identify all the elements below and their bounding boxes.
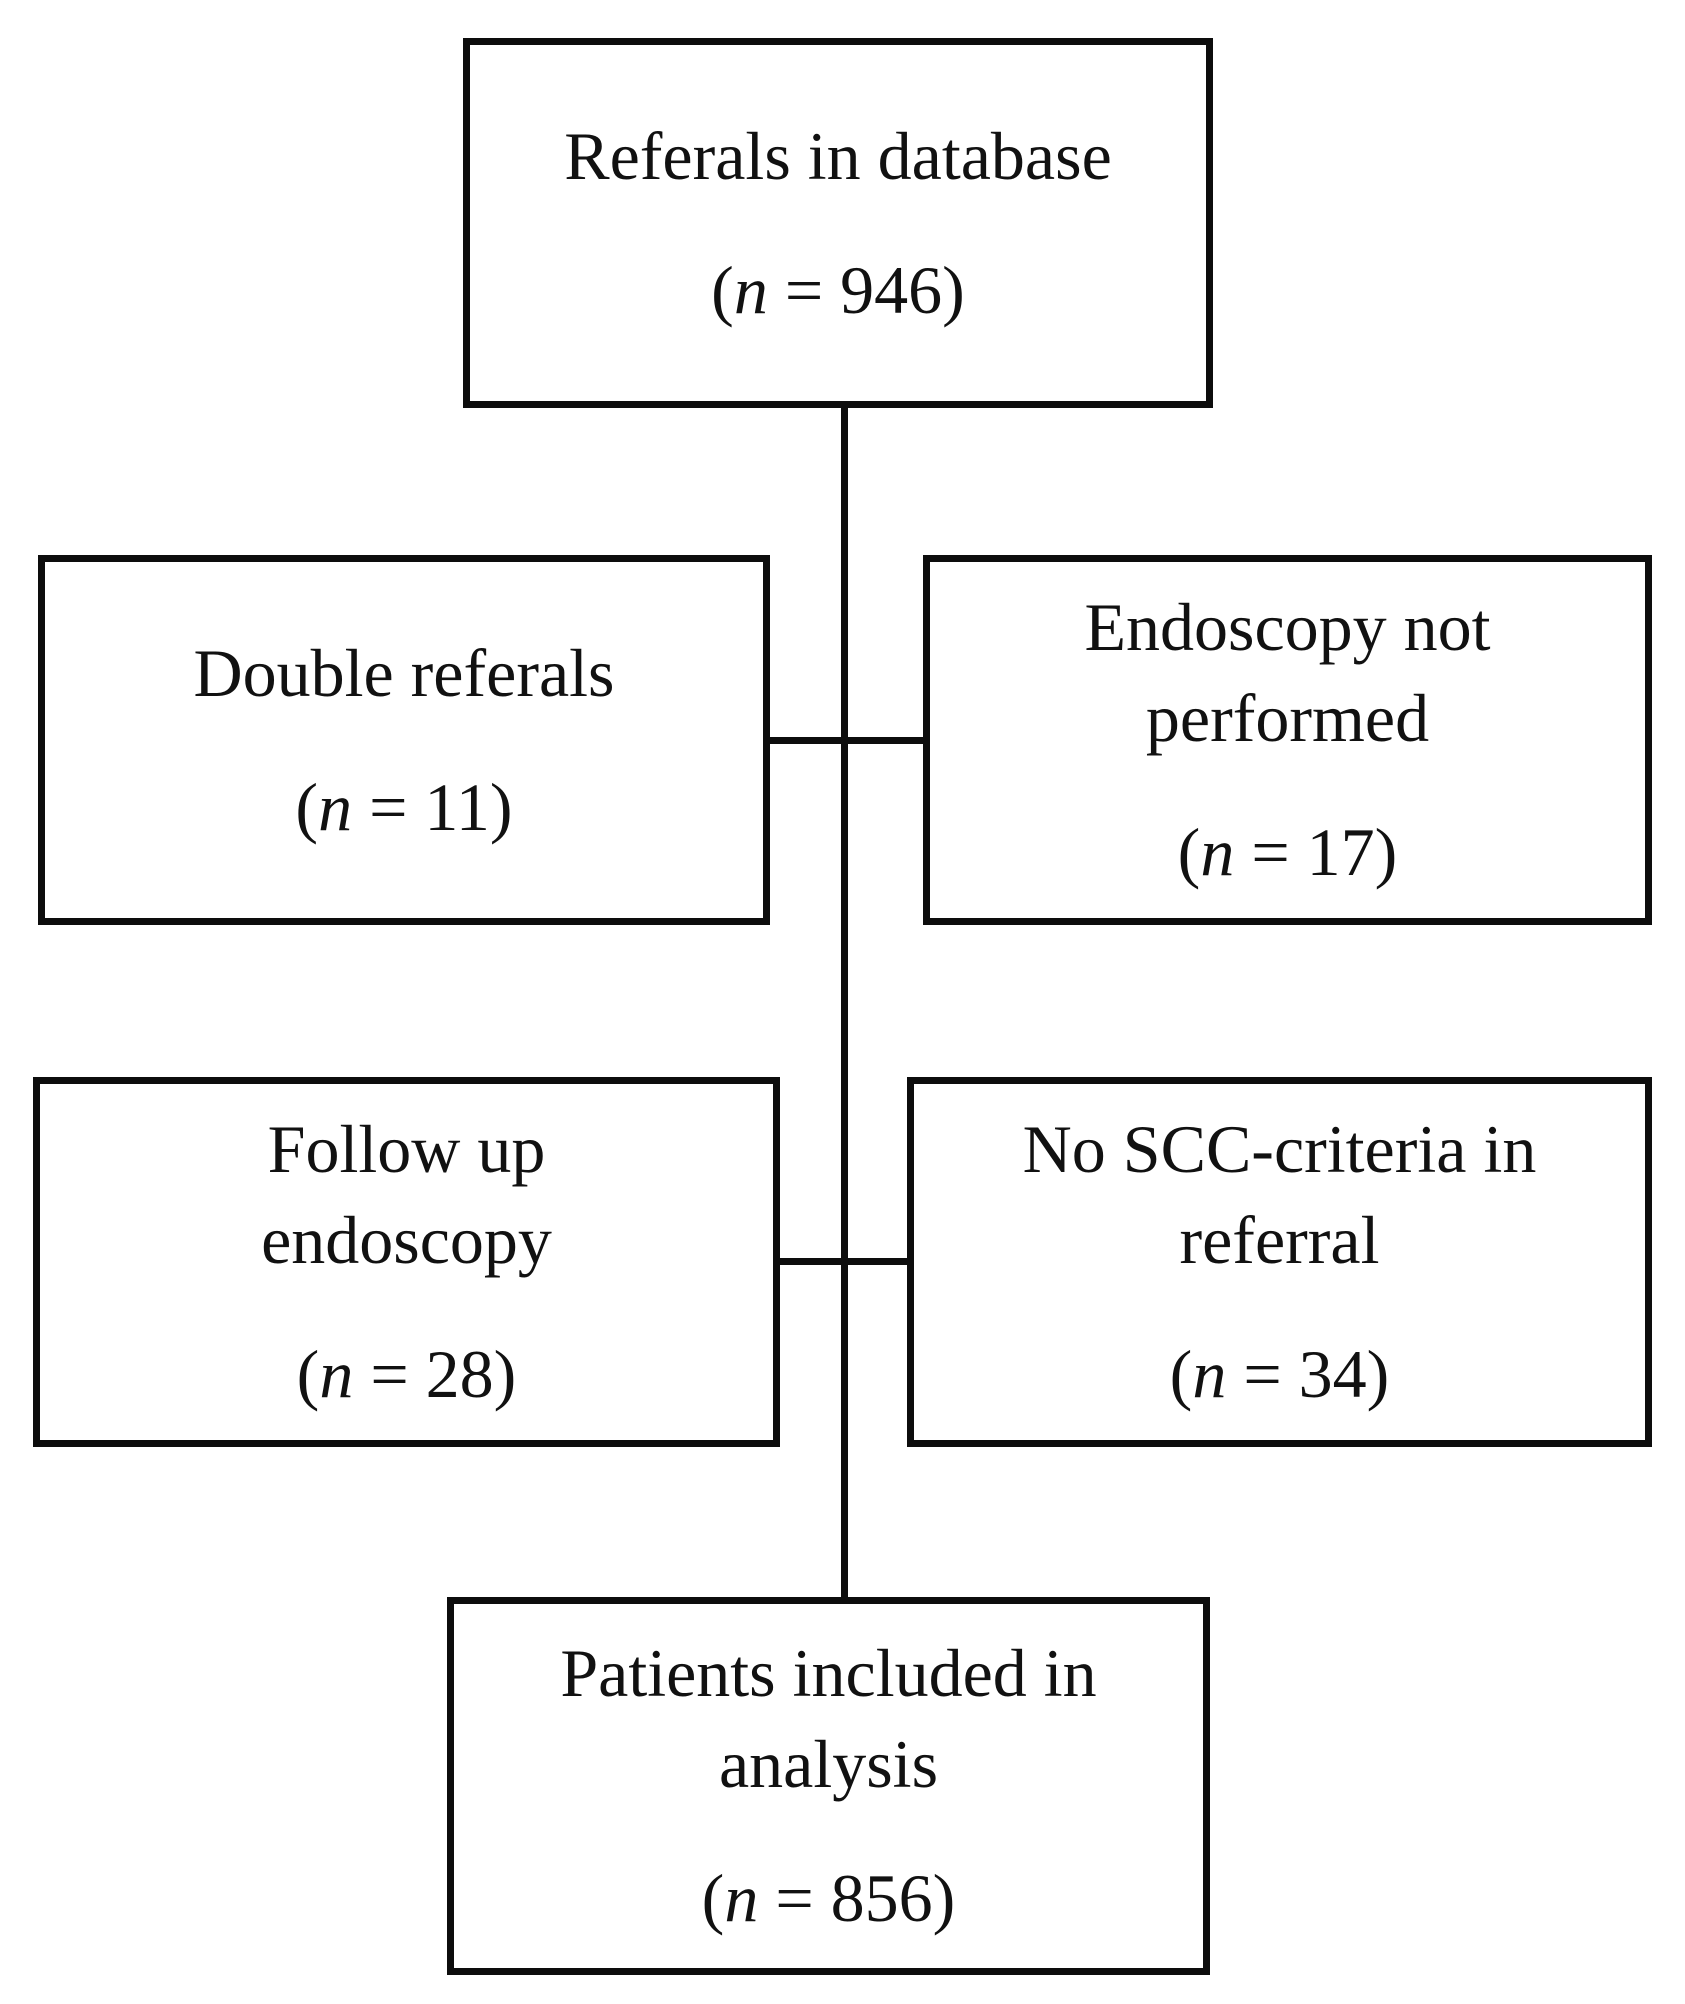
box-patients-included-in-analysis: Patients included in analysis (n = 856) [447,1597,1210,1975]
n-symbol: n [724,1860,759,1937]
n-symbol: n [319,1336,354,1413]
n-value: = 856) [758,1860,956,1937]
box-referrals-in-database: Referals in database (n = 946) [463,38,1213,408]
box-label-line2: endoscopy [261,1201,552,1278]
box-label-line1: No SCC-criteria in [1022,1111,1537,1188]
box-no-scc-criteria: No SCC-criteria in referral (n = 34) [907,1077,1652,1447]
box-label-line2: analysis [718,1725,939,1802]
box-label: Follow up endoscopy [261,1104,552,1285]
n-symbol: n [1200,814,1235,891]
box-label-line1: Referals in database [564,117,1112,194]
paren-open: ( [296,1336,320,1413]
box-label: Endoscopy not performed [1084,582,1490,763]
n-value: = 17) [1234,814,1398,891]
box-label-line1: Endoscopy not [1084,589,1491,666]
box-label: Double referals [193,628,614,718]
sample-size: (n = 11) [295,762,512,852]
n-value: = 946) [767,252,965,328]
box-label: No SCC-criteria in referral [1023,1104,1537,1285]
box-label: Referals in database [564,111,1112,201]
n-symbol: n [733,252,768,328]
n-value: = 34) [1226,1336,1390,1413]
sample-size: (n = 856) [702,1853,956,1943]
sample-size: (n = 34) [1170,1329,1390,1419]
box-label-line1: Patients included in [560,1635,1097,1712]
sample-size: (n = 28) [297,1329,517,1419]
n-value: = 11) [352,769,513,845]
box-follow-up-endoscopy: Follow up endoscopy (n = 28) [33,1077,780,1447]
n-symbol: n [318,769,353,845]
paren-open: ( [1177,814,1201,891]
connector-row2-horizontal [773,1258,913,1265]
sample-size: (n = 946) [711,245,965,335]
box-label: Patients included in analysis [560,1628,1096,1809]
box-label-line2: performed [1145,679,1430,756]
paren-open: ( [711,252,734,328]
n-value: = 28) [353,1336,517,1413]
paren-open: ( [295,769,319,845]
n-symbol: n [1192,1336,1227,1413]
connector-row1-horizontal [764,737,929,744]
connector-vertical-spine [841,400,848,1604]
box-label-line1: Double referals [193,634,615,711]
box-label-line1: Follow up [267,1111,546,1188]
paren-open: ( [1169,1336,1193,1413]
sample-size: (n = 17) [1178,807,1398,897]
box-double-referrals: Double referals (n = 11) [38,555,770,925]
box-endoscopy-not-performed: Endoscopy not performed (n = 17) [923,555,1652,925]
paren-open: ( [701,1860,725,1937]
box-label-line2: referral [1179,1201,1380,1278]
